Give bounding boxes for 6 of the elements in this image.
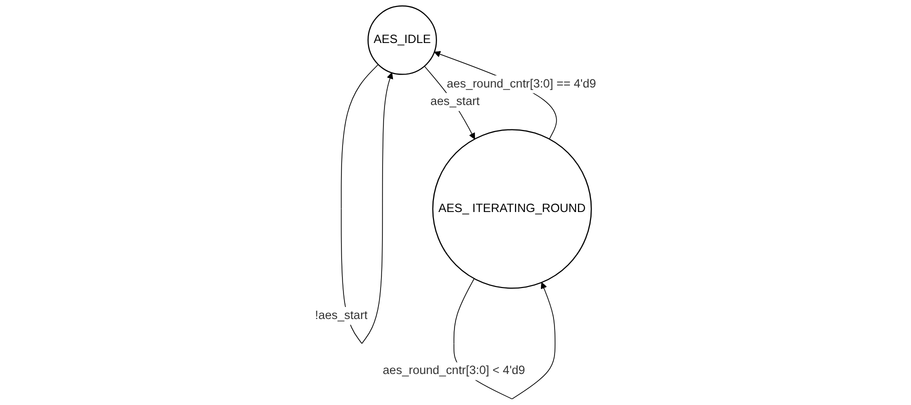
edge-label: aes_round_cntr[3:0] == 4'd9 <box>446 78 596 90</box>
node-circle: AES_ ITERATING_ROUND <box>432 129 592 289</box>
edge-label: aes_start <box>430 95 480 108</box>
edge-label: !aes_start <box>315 309 368 322</box>
node-circle: AES_IDLE <box>368 5 437 75</box>
edge-label: aes_round_cntr[3:0] < 4'd9 <box>382 364 526 378</box>
